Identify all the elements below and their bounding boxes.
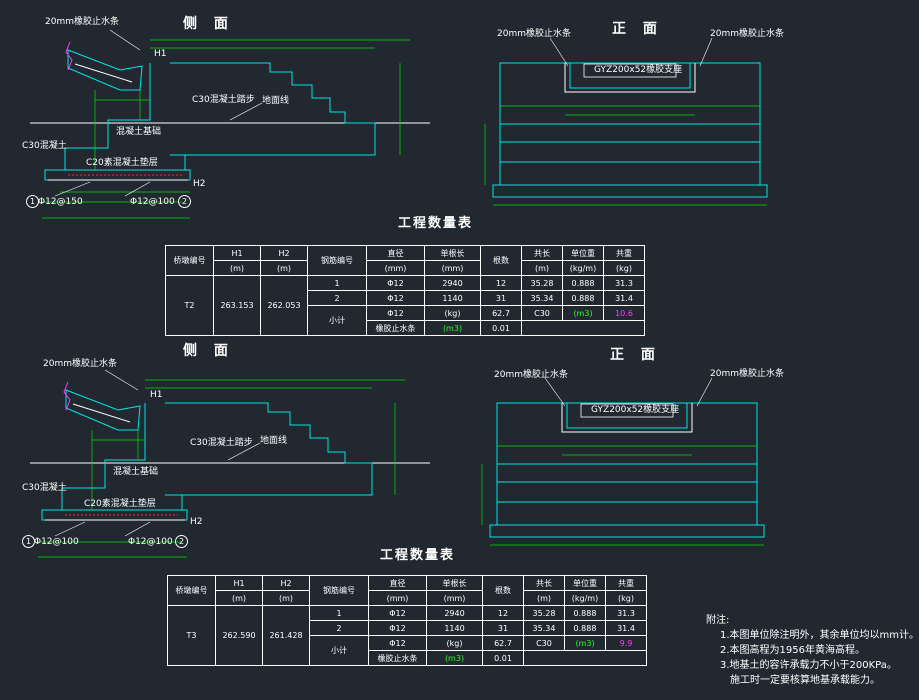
front-view-top [484,37,768,206]
ground-line-label: 地面线 [262,96,290,106]
rebar-marker-2: 2 [175,535,188,548]
concrete-label: C30混凝土 [22,141,67,151]
rebar-label-2: Φ12@100 [130,197,175,207]
concrete-label: C30混凝土 [22,483,67,493]
front-waterstop-right: 20mm橡胶止水条 [710,369,784,379]
notes-block: 附注: 1.本图单位除注明外，其余单位均以mm计。 2.本图高程为1956年黄海… [706,613,919,688]
notes-title: 附注: [706,615,730,626]
step-label: C30混凝土踏步 [192,95,255,105]
step-label: C30混凝土踏步 [190,438,253,448]
note-item: 施工时一定要核算地基承载能力。 [730,675,880,686]
front-view-bottom [481,377,765,546]
rebar-label-2: Φ12@100 [128,537,173,547]
front-waterstop-left: 20mm橡胶止水条 [497,29,571,39]
h2-label: H2 [190,517,203,527]
rebar-label-1: Φ12@100 [34,537,79,547]
side-view-top [30,29,430,219]
note-item: 3.地基土的容许承载力不小于200KPa。 [720,660,897,671]
rebar-marker-2: 2 [178,195,191,208]
quantity-table: 桥墩编号 H1 H2 钢筋编号 直径 单根长 根数 共长 单位重 共重 (m) … [165,245,645,336]
foundation-label: 混凝土基础 [113,467,159,477]
waterstop-label: 20mm橡胶止水条 [45,17,119,27]
h1-label: H1 [150,390,163,400]
cad-drawing-canvas [30,29,768,558]
rebar-marker-1: 1 [22,535,35,548]
waterstop-label: 20mm橡胶止水条 [43,359,117,369]
rebar-marker-1: 1 [26,195,39,208]
cushion-label: C20素混凝土垫层 [86,158,158,168]
cushion-label: C20素混凝土垫层 [84,499,156,509]
note-item: 1.本图单位除注明外，其余单位均以mm计。 [720,630,919,641]
front-view-title: 正 面 [612,21,663,37]
note-item: 2.本图高程为1956年黄海高程。 [720,645,865,656]
front-waterstop-right: 20mm橡胶止水条 [710,29,784,39]
h1-label: H1 [154,49,167,59]
front-view-title: 正 面 [610,347,661,363]
table-title: 工程数量表 [380,548,456,563]
side-view-title: 侧 面 [183,16,234,32]
ground-line-label: 地面线 [260,436,288,446]
h2-label: H2 [193,179,206,189]
table-title: 工程数量表 [398,216,474,231]
quantity-table: 桥墩编号 H1 H2 钢筋编号 直径 单根长 根数 共长 单位重 共重 (m) … [167,575,647,666]
rebar-label-1: Φ12@150 [38,197,83,207]
front-waterstop-left: 20mm橡胶止水条 [494,370,568,380]
bearing-label: GYZ200x52橡胶支座 [594,65,683,75]
side-view-bottom [30,369,430,558]
foundation-label: 混凝土基础 [116,127,162,137]
side-view-title: 侧 面 [183,343,234,359]
bearing-label: GYZ200x52橡胶支座 [591,405,680,415]
